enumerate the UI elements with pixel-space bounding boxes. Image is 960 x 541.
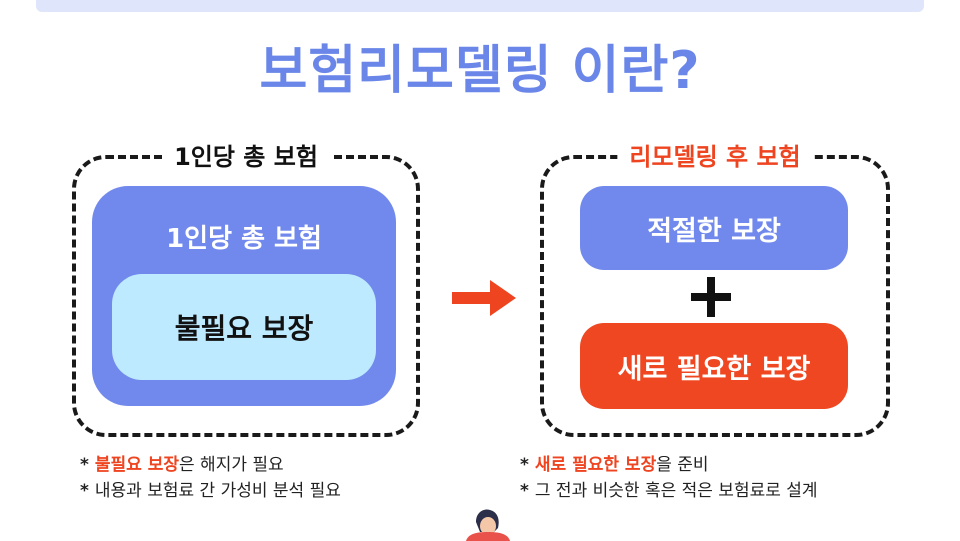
page-title: 보험리모델링 이란? — [259, 41, 701, 101]
adequate-coverage-box: 적절한 보장 — [580, 186, 848, 270]
adequate-coverage-label: 적절한 보장 — [647, 215, 781, 247]
top-banner-strip — [36, 0, 924, 12]
note-text: 그 전과 비슷한 혹은 적은 보험료로 설계 — [534, 481, 818, 501]
note-bullet: * — [80, 455, 89, 475]
new-coverage-label: 새로 필요한 보장 — [617, 353, 811, 385]
new-coverage-box: 새로 필요한 보장 — [580, 323, 848, 409]
note-bullet: * — [520, 455, 529, 475]
note-item: *새로 필요한 보장을 준비 — [520, 452, 818, 478]
note-bullet: * — [80, 481, 89, 501]
remodeled-insurance-heading: 리모델링 후 보험 — [617, 139, 813, 175]
note-text: 내용과 보험료 간 가성비 분석 필요 — [94, 481, 341, 501]
current-insurance-panel: 1인당 총 보험 — [72, 139, 420, 437]
total-insurance-box: 1인당 총 보험 불필요 보장 — [92, 186, 396, 406]
note-item: *그 전과 비슷한 혹은 적은 보험료로 설계 — [520, 478, 818, 504]
note-highlight: 새로 필요한 보장 — [534, 455, 657, 475]
unnecessary-coverage-box: 불필요 보장 — [112, 274, 376, 380]
person-figure — [466, 509, 510, 541]
note-text: 은 해지가 필요 — [179, 455, 284, 475]
left-notes: *불필요 보장은 해지가 필요 *내용과 보험료 간 가성비 분석 필요 — [80, 452, 341, 504]
note-item: *내용과 보험료 간 가성비 분석 필요 — [80, 478, 341, 504]
current-insurance-heading: 1인당 총 보험 — [162, 139, 330, 175]
right-notes: *새로 필요한 보장을 준비 *그 전과 비슷한 혹은 적은 보험료로 설계 — [520, 452, 818, 504]
note-text: 을 준비 — [656, 455, 709, 475]
remodeled-insurance-panel: 리모델링 후 보험 — [540, 139, 890, 437]
note-item: *불필요 보장은 해지가 필요 — [80, 452, 341, 478]
note-highlight: 불필요 보장 — [94, 455, 180, 475]
arrow-right-icon — [452, 280, 516, 316]
plus-icon — [691, 277, 731, 317]
unnecessary-coverage-label: 불필요 보장 — [174, 312, 314, 345]
total-insurance-label: 1인당 총 보험 — [166, 224, 322, 254]
note-bullet: * — [520, 481, 529, 501]
